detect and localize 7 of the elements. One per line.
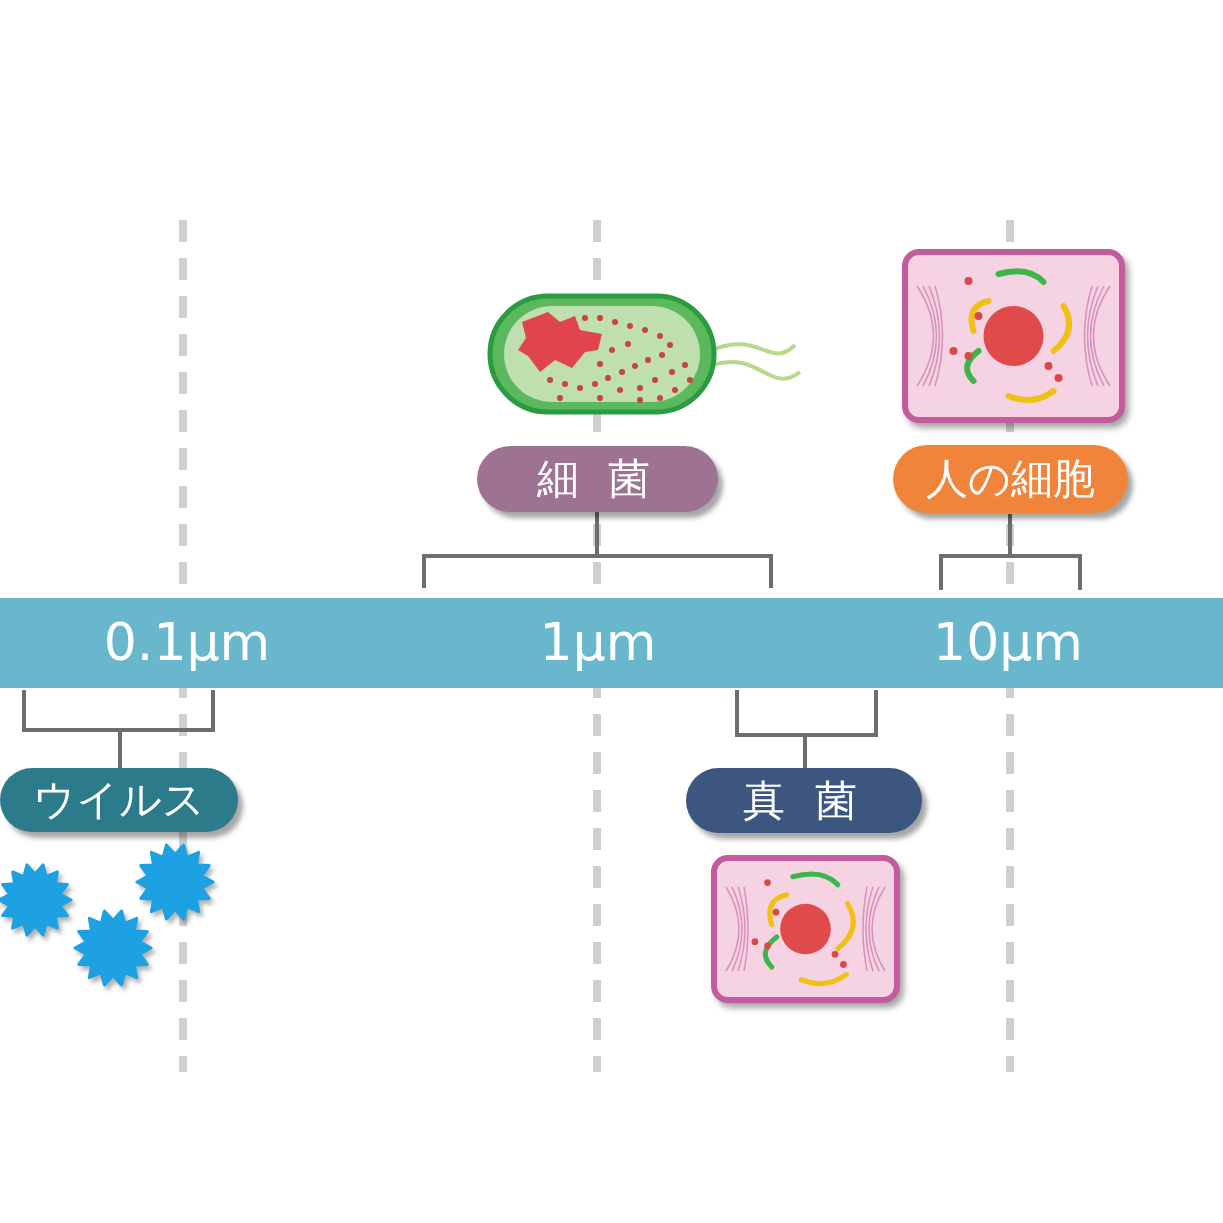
category-label: 人の細胞 bbox=[893, 445, 1128, 513]
category-label: 細 菌 bbox=[477, 446, 718, 512]
scale-value: 1μm bbox=[539, 612, 657, 672]
category-label: 真 菌 bbox=[686, 768, 922, 833]
scale-value: 0.1μm bbox=[103, 612, 271, 672]
category-label: ウイルス bbox=[0, 768, 238, 832]
scale-value: 10μm bbox=[933, 612, 1083, 672]
